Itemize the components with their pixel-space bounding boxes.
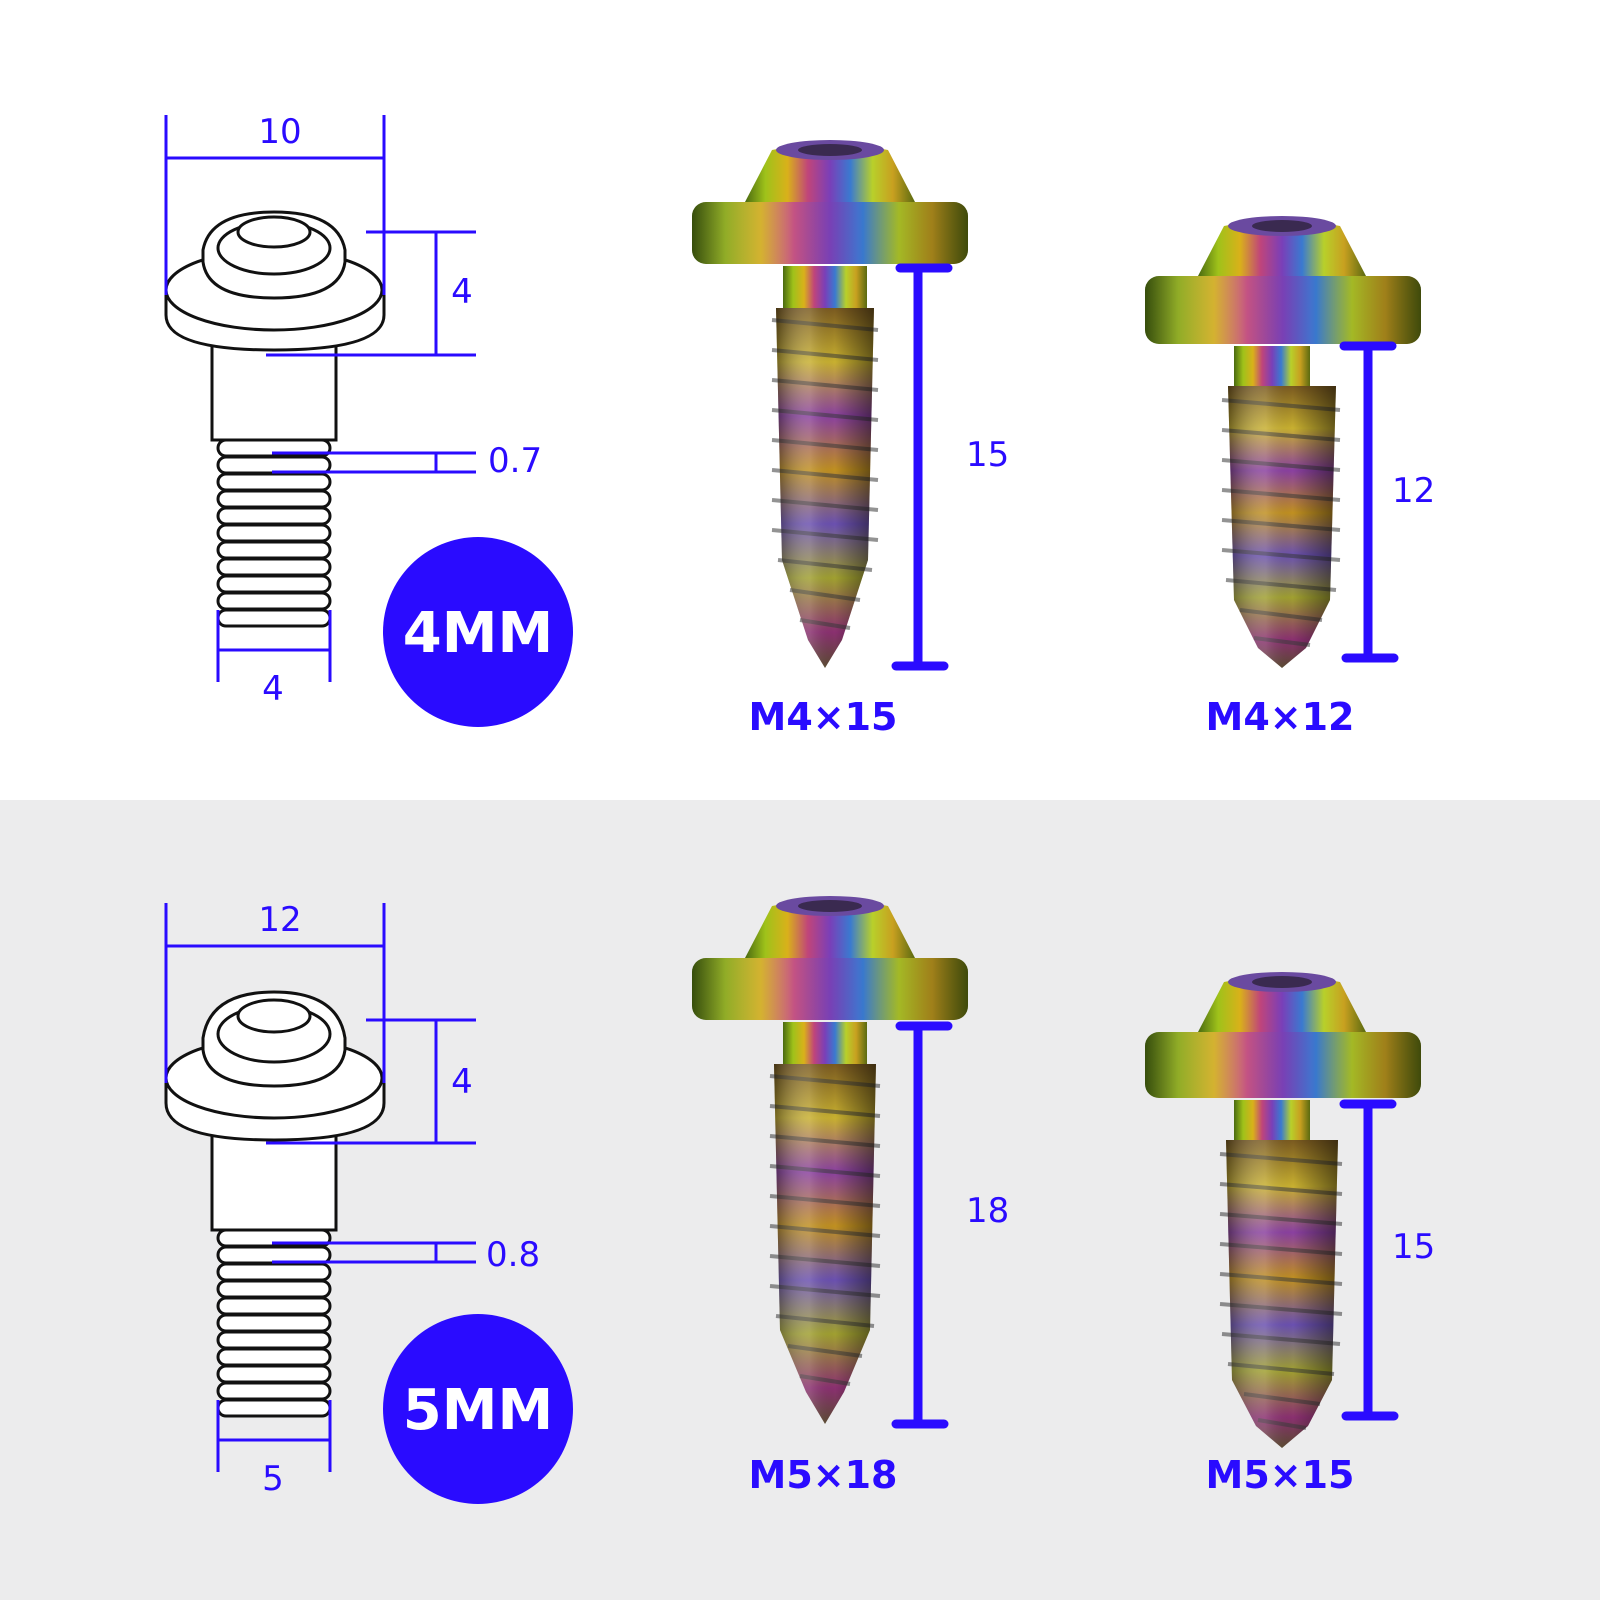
size-badge-label: 4MM [403, 601, 553, 666]
model-label-m4x15: M4×15 [749, 695, 898, 739]
length-bar-m4x12 [1339, 341, 1399, 663]
size-badge-label: 5MM [403, 1378, 553, 1443]
diameter-label: 5 [262, 1459, 284, 1499]
head-height-label: 4 [451, 272, 473, 312]
length-label-m5x18: 18 [966, 1191, 1009, 1231]
screw-line-drawing [164, 210, 386, 628]
drawing-shank [210, 338, 338, 442]
drawing-threads [216, 438, 332, 628]
screw-photo-m5x18 [692, 896, 968, 1424]
dimension-lines [164, 115, 476, 682]
section-4mm: 10 4 0.7 4 4MM [164, 112, 1435, 739]
screw-photo-m5x15 [1145, 972, 1421, 1448]
length-bar-m5x15 [1339, 1099, 1399, 1421]
drawing-socket [236, 998, 312, 1034]
length-label-m5x15: 15 [1392, 1227, 1435, 1267]
screw-line-drawing [164, 990, 386, 1418]
length-bar-m5x18 [891, 1021, 953, 1429]
length-label-m4x15: 15 [966, 435, 1009, 475]
size-badge: 4MM [383, 537, 573, 727]
screw-photo-m4x15 [692, 140, 968, 668]
head-width-label: 10 [258, 112, 301, 152]
size-badge: 5MM [383, 1314, 573, 1504]
length-bar-m4x15 [891, 263, 953, 671]
thread-pitch-label: 0.8 [486, 1235, 540, 1275]
drawing-shank [210, 1128, 338, 1232]
model-label-m5x15: M5×15 [1206, 1453, 1355, 1497]
head-height-label: 4 [451, 1062, 473, 1102]
model-label-m5x18: M5×18 [749, 1453, 898, 1497]
section-5mm: 12 4 0.8 5 5MM [164, 896, 1435, 1504]
screw-photo-m4x12 [1145, 216, 1421, 668]
head-width-label: 12 [258, 900, 301, 940]
length-label-m4x12: 12 [1392, 471, 1435, 511]
thread-pitch-label: 0.7 [488, 441, 542, 481]
dimension-lines [164, 903, 476, 1472]
diameter-label: 4 [262, 669, 284, 709]
model-label-m4x12: M4×12 [1206, 695, 1355, 739]
drawing-socket [236, 215, 312, 249]
drawing-threads [216, 1228, 332, 1418]
